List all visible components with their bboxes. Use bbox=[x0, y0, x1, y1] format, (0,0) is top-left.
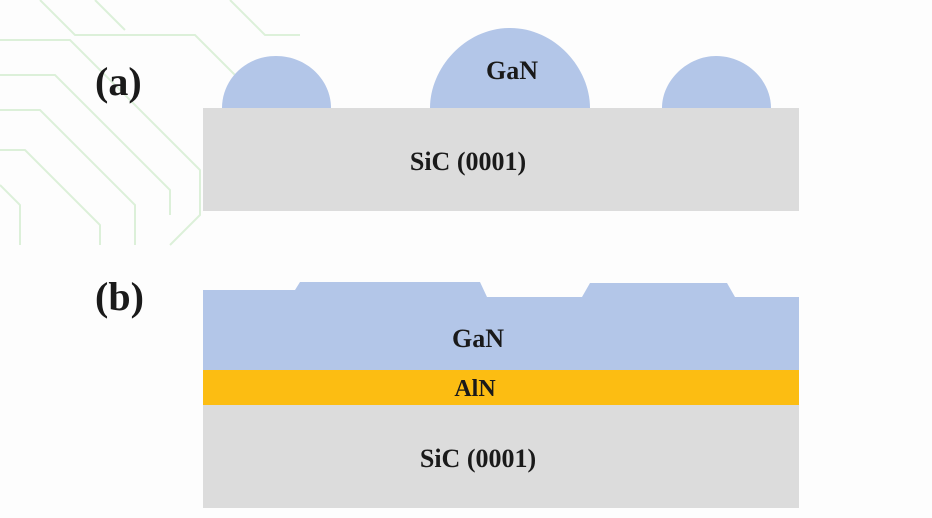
gan-layer-b-label: GaN bbox=[452, 324, 504, 353]
aln-buffer-label: AlN bbox=[454, 376, 496, 402]
sic-substrate-a bbox=[203, 108, 799, 211]
gan-layer-b bbox=[203, 282, 799, 370]
panel-b-label: (b) bbox=[95, 274, 144, 319]
panel-a-label: (a) bbox=[95, 59, 142, 104]
sic-substrate-b bbox=[203, 405, 799, 508]
gan-island-center bbox=[430, 28, 590, 108]
aln-buffer-layer bbox=[203, 370, 799, 405]
sic-substrate-a-label: SiC (0001) bbox=[410, 147, 526, 176]
panel-b: (b) GaN AlN SiC (0001) bbox=[95, 274, 799, 508]
gan-island-label: GaN bbox=[486, 56, 538, 85]
gan-island-left bbox=[222, 56, 331, 108]
watermark-lines bbox=[0, 0, 300, 246]
gan-island-right bbox=[662, 56, 771, 108]
sic-substrate-b-label: SiC (0001) bbox=[420, 444, 536, 473]
panel-a: (a) GaN SiC (0001) bbox=[95, 28, 799, 211]
